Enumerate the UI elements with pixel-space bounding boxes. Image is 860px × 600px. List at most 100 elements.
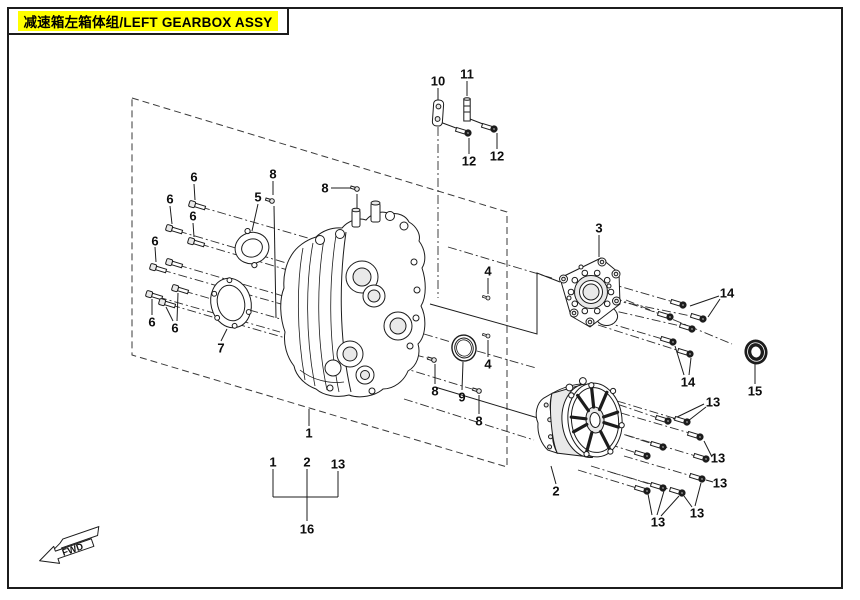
leader-line (154, 246, 157, 263)
bolt-8 (264, 196, 276, 205)
axis-line (616, 400, 681, 421)
bolt-6 (164, 257, 184, 270)
leader-line (656, 490, 665, 516)
leader-line (176, 292, 179, 322)
callout-7: 7 (217, 341, 224, 356)
part-1-gearbox-housing (280, 200, 426, 398)
bolt-8 (471, 386, 483, 395)
leader-line (165, 306, 174, 322)
leader-line (674, 345, 685, 376)
leader-line (169, 205, 173, 225)
leader-line (469, 118, 484, 125)
axis-line (576, 433, 641, 455)
fwd-arrow: FWD (39, 525, 100, 564)
callout-13: 13 (331, 457, 345, 472)
axis-line (170, 304, 297, 342)
callout-4: 4 (484, 357, 492, 372)
callout-5: 5 (254, 190, 261, 205)
leader-line (434, 386, 539, 419)
leader-line (660, 495, 680, 517)
leader-line (251, 203, 259, 232)
bolt-13 (688, 471, 707, 484)
leader-line (193, 183, 196, 201)
leader-line (672, 403, 705, 420)
drawing-border (7, 7, 843, 589)
bolt-12 (480, 121, 499, 134)
callout-13: 13 (690, 506, 704, 521)
callout-12: 12 (490, 149, 504, 164)
bolt-13 (633, 483, 652, 496)
callout-3: 3 (595, 221, 602, 236)
callout-8: 8 (475, 414, 482, 429)
bolt-8 (426, 355, 438, 364)
callout-6: 6 (190, 170, 197, 185)
callout-4: 4 (484, 264, 492, 279)
bolt-12 (454, 125, 473, 138)
bolt-8 (349, 184, 361, 193)
callout-8: 8 (269, 167, 276, 182)
leader-line (220, 328, 228, 342)
bolt-6 (157, 297, 177, 310)
bolt-14 (669, 297, 688, 310)
callout-11: 11 (460, 67, 474, 82)
axis-line (597, 324, 684, 353)
part-2-side-cover (535, 377, 625, 458)
axis-line (625, 299, 733, 345)
leader-line (647, 493, 653, 516)
callout-2: 2 (552, 484, 559, 499)
callout-16: 16 (300, 522, 314, 537)
leader-line (550, 465, 557, 485)
callout-1: 1 (269, 455, 276, 470)
bolt-13 (673, 414, 692, 427)
callout-6: 6 (171, 321, 178, 336)
axis-line (423, 333, 452, 343)
callout-12: 12 (462, 154, 476, 169)
bolt-6 (186, 236, 206, 249)
callout-14: 14 (720, 286, 735, 301)
leader-line (429, 272, 561, 335)
leader-line (705, 479, 714, 483)
bolt-14 (678, 321, 697, 334)
bolt-13 (668, 485, 687, 498)
bolt-14 (689, 311, 708, 324)
bolt-6 (148, 262, 168, 275)
axis-line (476, 350, 537, 369)
callout-10: 10 (431, 74, 445, 89)
screw-4 (481, 332, 491, 339)
callout-1: 1 (305, 426, 312, 441)
part-3-bearing-plate (559, 257, 621, 328)
leader-line (683, 495, 693, 508)
leader-line (192, 222, 195, 238)
bolt-13 (633, 448, 652, 461)
callout-6: 6 (166, 192, 173, 207)
leader-line (461, 361, 464, 391)
bolt-14 (659, 334, 678, 347)
axis-line (447, 246, 553, 279)
axis-line (161, 269, 289, 307)
page-title: 减速箱左箱体组/LEFT GEARBOX ASSY (18, 11, 278, 31)
title-box: 减速箱左箱体组/LEFT GEARBOX ASSY (7, 7, 289, 35)
axis-line (601, 307, 686, 328)
leader-line (694, 482, 702, 507)
part-7-gasket (210, 277, 252, 329)
callout-8: 8 (431, 384, 438, 399)
bolt-13 (649, 439, 668, 452)
bolt-14 (676, 346, 695, 359)
axis-line (403, 398, 535, 441)
callout-2: 2 (303, 455, 310, 470)
callout-9: 9 (458, 390, 465, 405)
part-5-gasket (234, 227, 270, 269)
leader-line (707, 298, 721, 318)
callout-14: 14 (681, 375, 696, 390)
screw-4 (481, 294, 491, 301)
axis-line (591, 423, 657, 446)
axis-line (623, 455, 696, 478)
part-15-oil-seal (744, 339, 768, 365)
callout-6: 6 (148, 315, 155, 330)
callout-6: 6 (151, 234, 158, 249)
bolt-13 (649, 480, 668, 493)
callout-15: 15 (748, 384, 762, 399)
part-9-seal-ring (451, 334, 477, 362)
